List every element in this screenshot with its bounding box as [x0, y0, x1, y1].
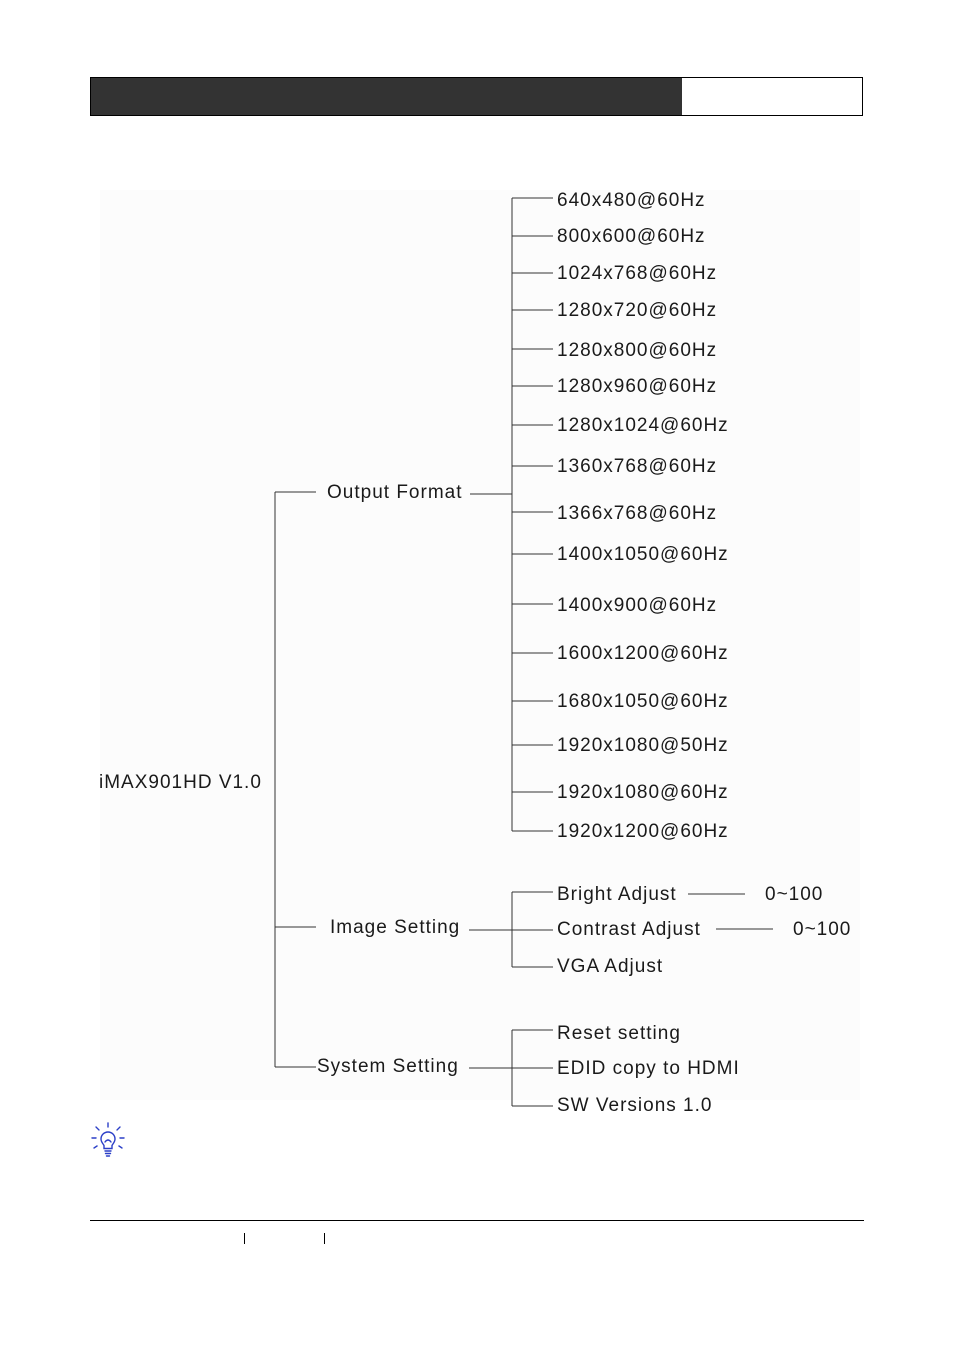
branch-output-format: Output Format: [327, 482, 463, 503]
output-format-option: 1920x1200@60Hz: [557, 821, 729, 842]
lightbulb-icon: [91, 1122, 125, 1157]
footer-rule: [90, 1220, 864, 1221]
output-format-option: 1280x1024@60Hz: [557, 415, 729, 436]
diagram-panel: [100, 190, 860, 1100]
header-dark-block: [91, 78, 682, 115]
output-format-option: 640x480@60Hz: [557, 190, 706, 211]
vga-adjust-label: VGA Adjust: [557, 956, 664, 977]
header-bar: [90, 77, 863, 116]
bright-adjust-label: Bright Adjust: [557, 884, 677, 905]
footer-separator: [244, 1233, 245, 1244]
reset-setting-label: Reset setting: [557, 1023, 681, 1044]
output-format-option: 1024x768@60Hz: [557, 263, 718, 284]
contrast-adjust-range: 0~100: [793, 919, 852, 940]
output-format-option: 1920x1080@60Hz: [557, 782, 729, 803]
output-format-option: 1280x960@60Hz: [557, 376, 718, 397]
branch-image-setting: Image Setting: [330, 917, 461, 938]
output-format-option: 1280x800@60Hz: [557, 340, 718, 361]
sw-versions-label: SW Versions 1.0: [557, 1095, 713, 1116]
output-format-option: 1360x768@60Hz: [557, 456, 718, 477]
output-format-option: 1920x1080@50Hz: [557, 735, 729, 756]
footer-separator: [324, 1233, 325, 1244]
output-format-option: 1600x1200@60Hz: [557, 643, 729, 664]
output-format-option: 1280x720@60Hz: [557, 300, 718, 321]
output-format-option: 1400x1050@60Hz: [557, 544, 729, 565]
contrast-adjust-label: Contrast Adjust: [557, 919, 701, 940]
output-format-option: 1400x900@60Hz: [557, 595, 718, 616]
output-format-option: 800x600@60Hz: [557, 226, 706, 247]
output-format-option: 1366x768@60Hz: [557, 503, 718, 524]
output-format-option: 1680x1050@60Hz: [557, 691, 729, 712]
bright-adjust-range: 0~100: [765, 884, 824, 905]
root-label: iMAX901HD V1.0: [99, 772, 262, 793]
branch-system-setting: System Setting: [317, 1056, 459, 1077]
edid-copy-label: EDID copy to HDMI: [557, 1058, 740, 1079]
